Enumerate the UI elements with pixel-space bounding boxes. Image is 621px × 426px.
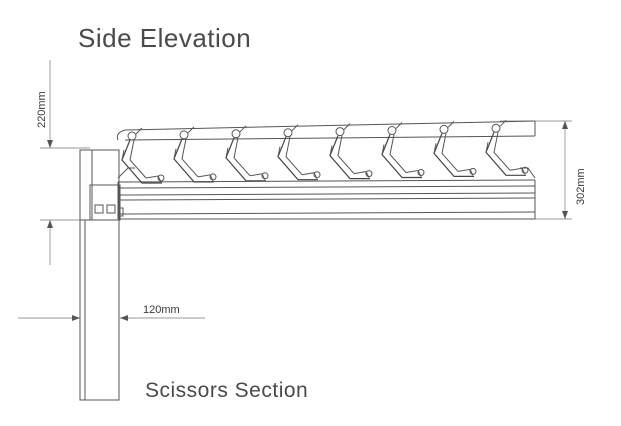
drawing-title: Side Elevation: [78, 23, 251, 53]
scissor-arm: [469, 167, 477, 175]
scissor-arm: [233, 137, 251, 177]
right-height-label: 302mm: [575, 168, 587, 205]
scissor-unit: [381, 122, 425, 179]
scissor-arm: [381, 144, 385, 155]
scissor-arm: [225, 147, 229, 158]
scissor-arm: [389, 134, 407, 173]
scissor-arm: [277, 136, 318, 181]
scissor-arm: [291, 124, 299, 132]
scissor-arm: [521, 166, 529, 174]
scissor-arm: [179, 130, 189, 140]
scissor-arm: [173, 148, 177, 159]
scissor-arm: [329, 145, 333, 156]
scissor-arm: [441, 133, 459, 172]
scissor-arm: [121, 139, 162, 184]
scissor-arm: [261, 172, 269, 180]
scissor-arm: [405, 169, 422, 177]
scissor-arm: [277, 146, 281, 157]
post-width-label: 120mm: [143, 304, 180, 316]
scissor-unit: [225, 125, 269, 182]
scissor-unit: [433, 121, 477, 177]
scissor-arm: [387, 126, 397, 135]
scissor-arm: [447, 121, 455, 128]
scissor-arm: [485, 132, 526, 176]
scissor-arm: [145, 175, 162, 183]
scissor-arm: [313, 171, 321, 179]
scissor-arm: [343, 123, 351, 130]
scissor-arm: [335, 127, 345, 137]
right-height-dimension: 302mm: [500, 120, 587, 220]
post-width-dimension: 120mm: [18, 304, 205, 321]
scissor-arm: [197, 174, 214, 182]
scissor-arm: [157, 174, 165, 182]
scissor-arm: [127, 131, 137, 141]
scissor-arm: [417, 169, 425, 176]
scissor-arm: [231, 129, 241, 139]
scissor-arm: [135, 127, 143, 135]
scissor-arm: [381, 134, 422, 179]
scissor-arm: [301, 172, 318, 179]
scissor-arm: [225, 137, 266, 182]
scissor-arm: [353, 171, 370, 178]
scissor-arm: [491, 123, 501, 133]
scissor-arm: [239, 125, 247, 133]
scissor-arm: [285, 136, 303, 176]
scissor-arm: [187, 126, 195, 134]
scissor-arm: [337, 135, 355, 174]
scissor-arm: [173, 138, 214, 183]
post-column: [79, 149, 124, 401]
scissor-arm: [493, 132, 511, 171]
scissor-arm: [395, 122, 403, 129]
scissor-arm: [509, 167, 526, 175]
scissor-arm: [329, 135, 370, 180]
scissor-arm: [249, 173, 266, 181]
scissor-unit: [277, 124, 321, 181]
left-height-label: 220mm: [36, 91, 48, 128]
scissor-arm: [283, 128, 293, 138]
scissor-arm: [485, 142, 489, 153]
scissor-arm: [499, 119, 507, 127]
section-label: Scissors Section: [145, 379, 308, 402]
scissor-arm: [439, 124, 449, 134]
main-beam: [117, 167, 536, 220]
scissor-arm: [181, 138, 199, 178]
scissor-arm: [365, 170, 373, 178]
left-height-dimension: 220mm: [36, 60, 90, 265]
scissor-units: [121, 119, 529, 184]
scissor-unit: [121, 127, 165, 184]
scissor-arm: [121, 149, 125, 161]
scissor-unit: [485, 119, 529, 176]
scissor-arm: [209, 173, 217, 181]
fabric-line: [116, 120, 536, 141]
scissor-arm: [457, 168, 474, 176]
scissor-arm: [433, 143, 437, 154]
scissor-unit: [173, 126, 217, 183]
scissor-arm: [129, 139, 147, 179]
scissor-arm: [433, 133, 474, 177]
scissor-unit: [329, 123, 373, 180]
